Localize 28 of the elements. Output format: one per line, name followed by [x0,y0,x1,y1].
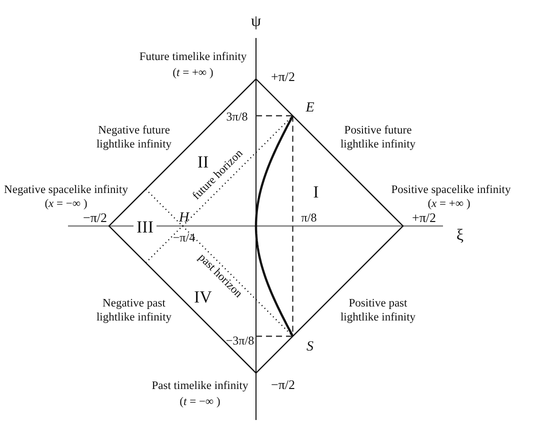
coordinate-label: (t = −∞ ) [180,394,220,410]
axis-label: ξ [456,226,464,246]
axis-label: ψ [251,12,261,32]
region-numeral: I [313,181,319,203]
tick-label: 3π/8 [226,110,248,124]
point-label: E [306,99,314,117]
coordinate-label: (t = +∞ ) [172,66,214,80]
coordinate-label: (x = −∞ ) [44,196,88,212]
infinity-label: Negative future lightlike infinity [95,124,173,152]
tick-label: −π/2 [271,376,295,394]
infinity-label: Negative spacelike infinity [4,182,128,198]
infinity-label: Past timelike infinity [152,378,248,394]
tick-label: +π/2 [412,210,436,226]
infinity-label: Negative past lightlike infinity [95,296,173,326]
tick-label: +π/2 [271,68,295,86]
tick-label: π/8 [301,210,317,226]
infinity-label: Future timelike infinity [139,50,247,64]
region-numeral: II [197,151,209,173]
tick-label: −π/2 [83,210,107,226]
infinity-label: Positive past lightlike infinity [339,296,417,326]
infinity-label: Positive future lightlike infinity [339,124,417,152]
point-label: S [306,338,314,356]
point-label: H [178,209,190,227]
tick-label: −3π/8 [226,334,254,348]
region-numeral: IV [194,286,212,308]
tick-label: −π/4 [172,230,196,246]
coordinate-label: (x = +∞ ) [428,196,470,212]
infinity-label: Positive spacelike infinity [391,182,511,198]
